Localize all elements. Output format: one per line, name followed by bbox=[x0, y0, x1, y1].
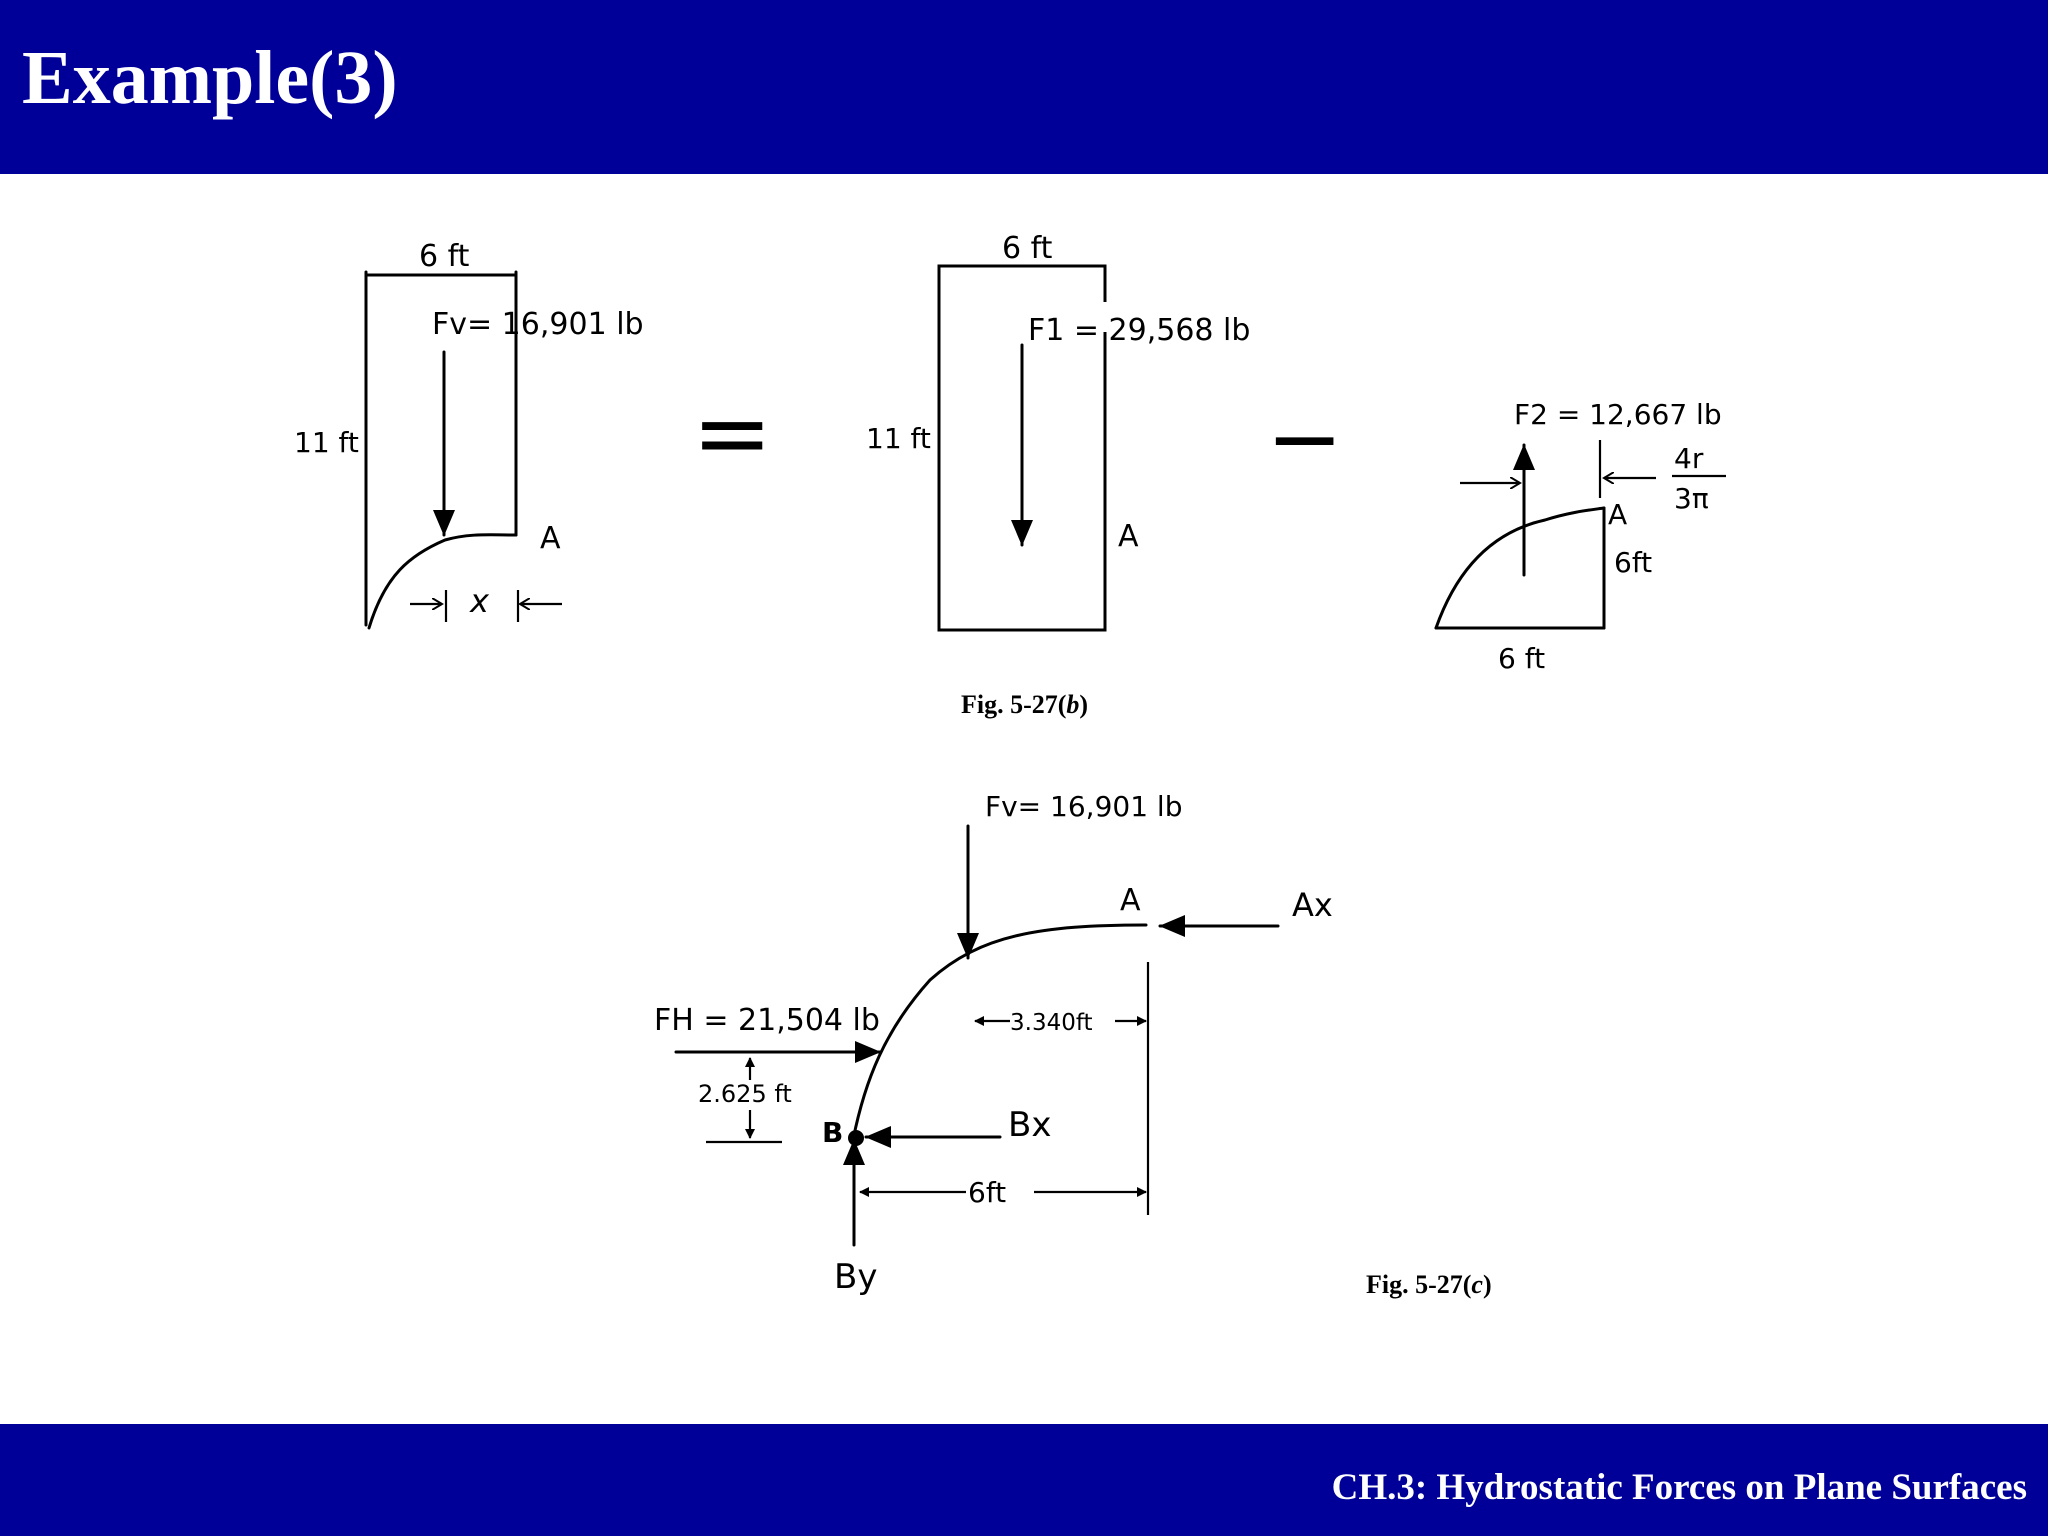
middle-point-a: A bbox=[1118, 519, 1139, 554]
right-point-a: A bbox=[1608, 498, 1627, 531]
right-force-label: F2 = 12,667 lb bbox=[1514, 398, 1722, 431]
fig-b-middle-diagram: 6 ft 11 ft F1 = 29,568 lb A bbox=[866, 231, 1250, 632]
left-height-dim-label: 11 ft bbox=[294, 426, 359, 459]
fig-c-fv-label: Fv= 16,901 lb bbox=[985, 790, 1182, 823]
fig-c-point-a: A bbox=[1120, 883, 1141, 918]
hinge-b bbox=[848, 1130, 864, 1146]
by-label: By bbox=[834, 1257, 877, 1297]
bx-label: Bx bbox=[1008, 1105, 1051, 1145]
fig-c-caption: Fig. 5-27(c) bbox=[1366, 1270, 1492, 1299]
left-force-label: Fv= 16,901 lb bbox=[432, 307, 644, 342]
fig-c-point-b: B bbox=[822, 1116, 843, 1149]
middle-top-dim-label: 6 ft bbox=[1002, 231, 1053, 266]
title-bar: Example(3) bbox=[0, 0, 2048, 174]
fh-height-dim-label: 2.625 ft bbox=[698, 1080, 792, 1108]
fig-b-right-diagram: F2 = 12,667 lb 4r 3π A 6ft 6 ft bbox=[1434, 398, 1726, 675]
right-height-dim-label: 6ft bbox=[1614, 546, 1652, 579]
fig-b-left-diagram: 6 ft 11 ft Fv= 16,901 lb A x bbox=[294, 239, 644, 630]
footer-bar: CH.3: Hydrostatic Forces on Plane Surfac… bbox=[0, 1424, 2048, 1536]
quarter-circle-arc bbox=[1434, 506, 1606, 630]
middle-height-dim-label: 11 ft bbox=[866, 422, 931, 455]
middle-rectangle bbox=[937, 264, 1107, 632]
f1-label-mask bbox=[1010, 302, 1110, 332]
equals-sign: = bbox=[692, 377, 772, 489]
base-dim-label: 6ft bbox=[968, 1176, 1006, 1209]
slide-title: Example(3) bbox=[22, 36, 398, 120]
fig-b-caption: Fig. 5-27(b) bbox=[961, 690, 1088, 719]
fh-label: FH = 21,504 lb bbox=[654, 1003, 880, 1038]
left-point-a: A bbox=[540, 521, 561, 556]
x-label: x bbox=[469, 582, 490, 620]
left-top-dim-label: 6 ft bbox=[419, 239, 470, 274]
ax-label: Ax bbox=[1292, 886, 1333, 924]
arm-dim-label: 3.340ft bbox=[1010, 1010, 1093, 1036]
minus-sign: − bbox=[1266, 385, 1343, 492]
fig-c-diagram: Fv= 16,901 lb A Ax FH = 21,504 lb 3.340f… bbox=[654, 790, 1333, 1297]
left-curved-surface bbox=[367, 533, 518, 630]
gate-curved-surface bbox=[851, 923, 1148, 1142]
right-base-dim-label: 6 ft bbox=[1498, 642, 1545, 675]
centroid-denominator: 3π bbox=[1674, 482, 1709, 515]
chapter-title: CH.3: Hydrostatic Forces on Plane Surfac… bbox=[1331, 1467, 2027, 1508]
middle-force-label: F1 = 29,568 lb bbox=[1028, 313, 1250, 348]
centroid-numerator: 4r bbox=[1674, 442, 1704, 475]
